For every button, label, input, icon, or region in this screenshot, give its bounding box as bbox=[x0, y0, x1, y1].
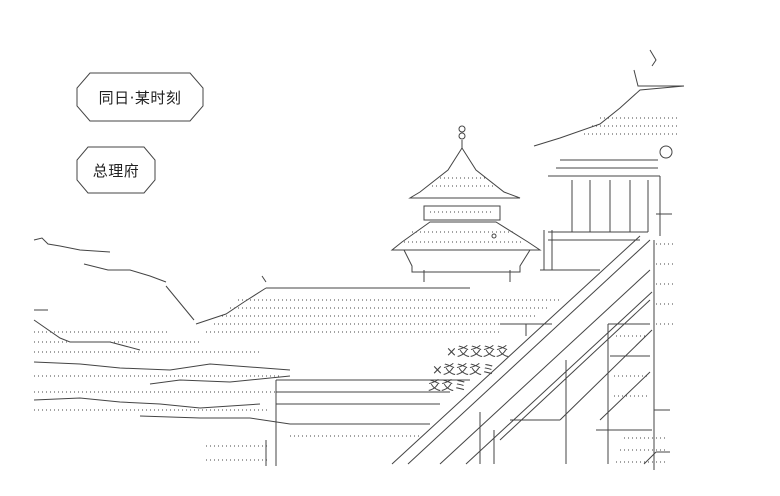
time-label-box: 同日·某时刻 bbox=[76, 72, 204, 122]
place-label-box: 总理府 bbox=[76, 146, 156, 194]
pagoda-roof-top bbox=[408, 147, 521, 221]
place-label: 总理府 bbox=[92, 161, 140, 180]
pagoda-finial bbox=[458, 125, 466, 148]
octagon-frame bbox=[76, 72, 204, 122]
svg-text:×爻爻爻ミ: ×爻爻爻ミ bbox=[432, 363, 495, 378]
roof-ornament-pattern: ×爻爻爻爻 ×爻爻爻ミ 爻爻ミ bbox=[428, 345, 509, 394]
svg-text:爻爻ミ: 爻爻ミ bbox=[428, 379, 467, 394]
octagon-frame bbox=[76, 146, 156, 194]
palace-tower bbox=[533, 49, 685, 470]
main-roof bbox=[195, 275, 560, 336]
diagonal-stairs bbox=[391, 235, 670, 465]
time-label: 同日·某时刻 bbox=[98, 88, 182, 107]
lower-halls bbox=[206, 379, 470, 466]
left-eaves bbox=[33, 237, 291, 425]
pagoda-roof-mid bbox=[390, 221, 542, 282]
svg-text:×爻爻爻爻: ×爻爻爻爻 bbox=[446, 345, 509, 360]
